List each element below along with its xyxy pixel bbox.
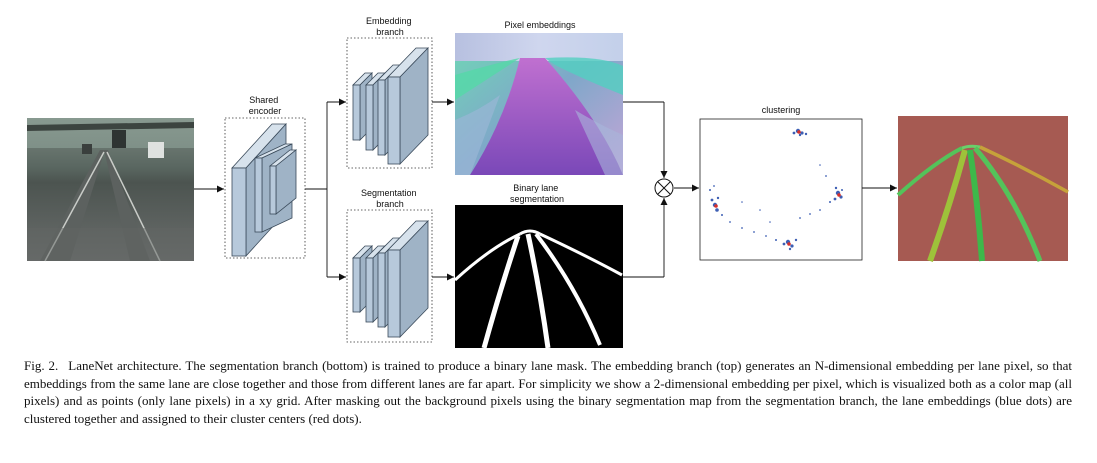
shared-encoder-label: Shared encoder	[249, 95, 282, 116]
embedding-branch-blocks	[352, 47, 429, 165]
clustering-plot	[699, 118, 863, 261]
input-road-image	[27, 118, 194, 262]
pixel-embeddings-label: Pixel embeddings	[504, 20, 576, 30]
binary-segmentation-label: Binary lane segmentation	[510, 183, 564, 204]
shared-encoder-box	[224, 117, 306, 259]
output-lane-image	[896, 116, 1069, 263]
encoder-blocks	[231, 122, 298, 258]
binary-segmentation-image	[453, 205, 623, 349]
caption-text: LaneNet architecture. The segmentation b…	[24, 358, 1072, 426]
figure-caption: Fig. 2.LaneNet architecture. The segment…	[24, 357, 1072, 427]
segmentation-branch-box	[346, 209, 433, 343]
segmentation-branch-blocks	[352, 220, 429, 338]
figure-number: Fig. 2.	[24, 358, 59, 373]
clustering-label: clustering	[762, 105, 801, 115]
embedding-branch-box	[346, 37, 433, 169]
segmentation-branch-label: Segmentation branch	[361, 188, 419, 209]
multiply-operator-icon	[654, 178, 674, 198]
embedding-branch-label: Embedding branch	[366, 16, 414, 37]
connection-arrows	[194, 98, 897, 281]
pixel-embeddings-image	[455, 33, 623, 175]
lanenet-diagram: Shared encoder Embedding branch Segmenta…	[27, 16, 1069, 349]
